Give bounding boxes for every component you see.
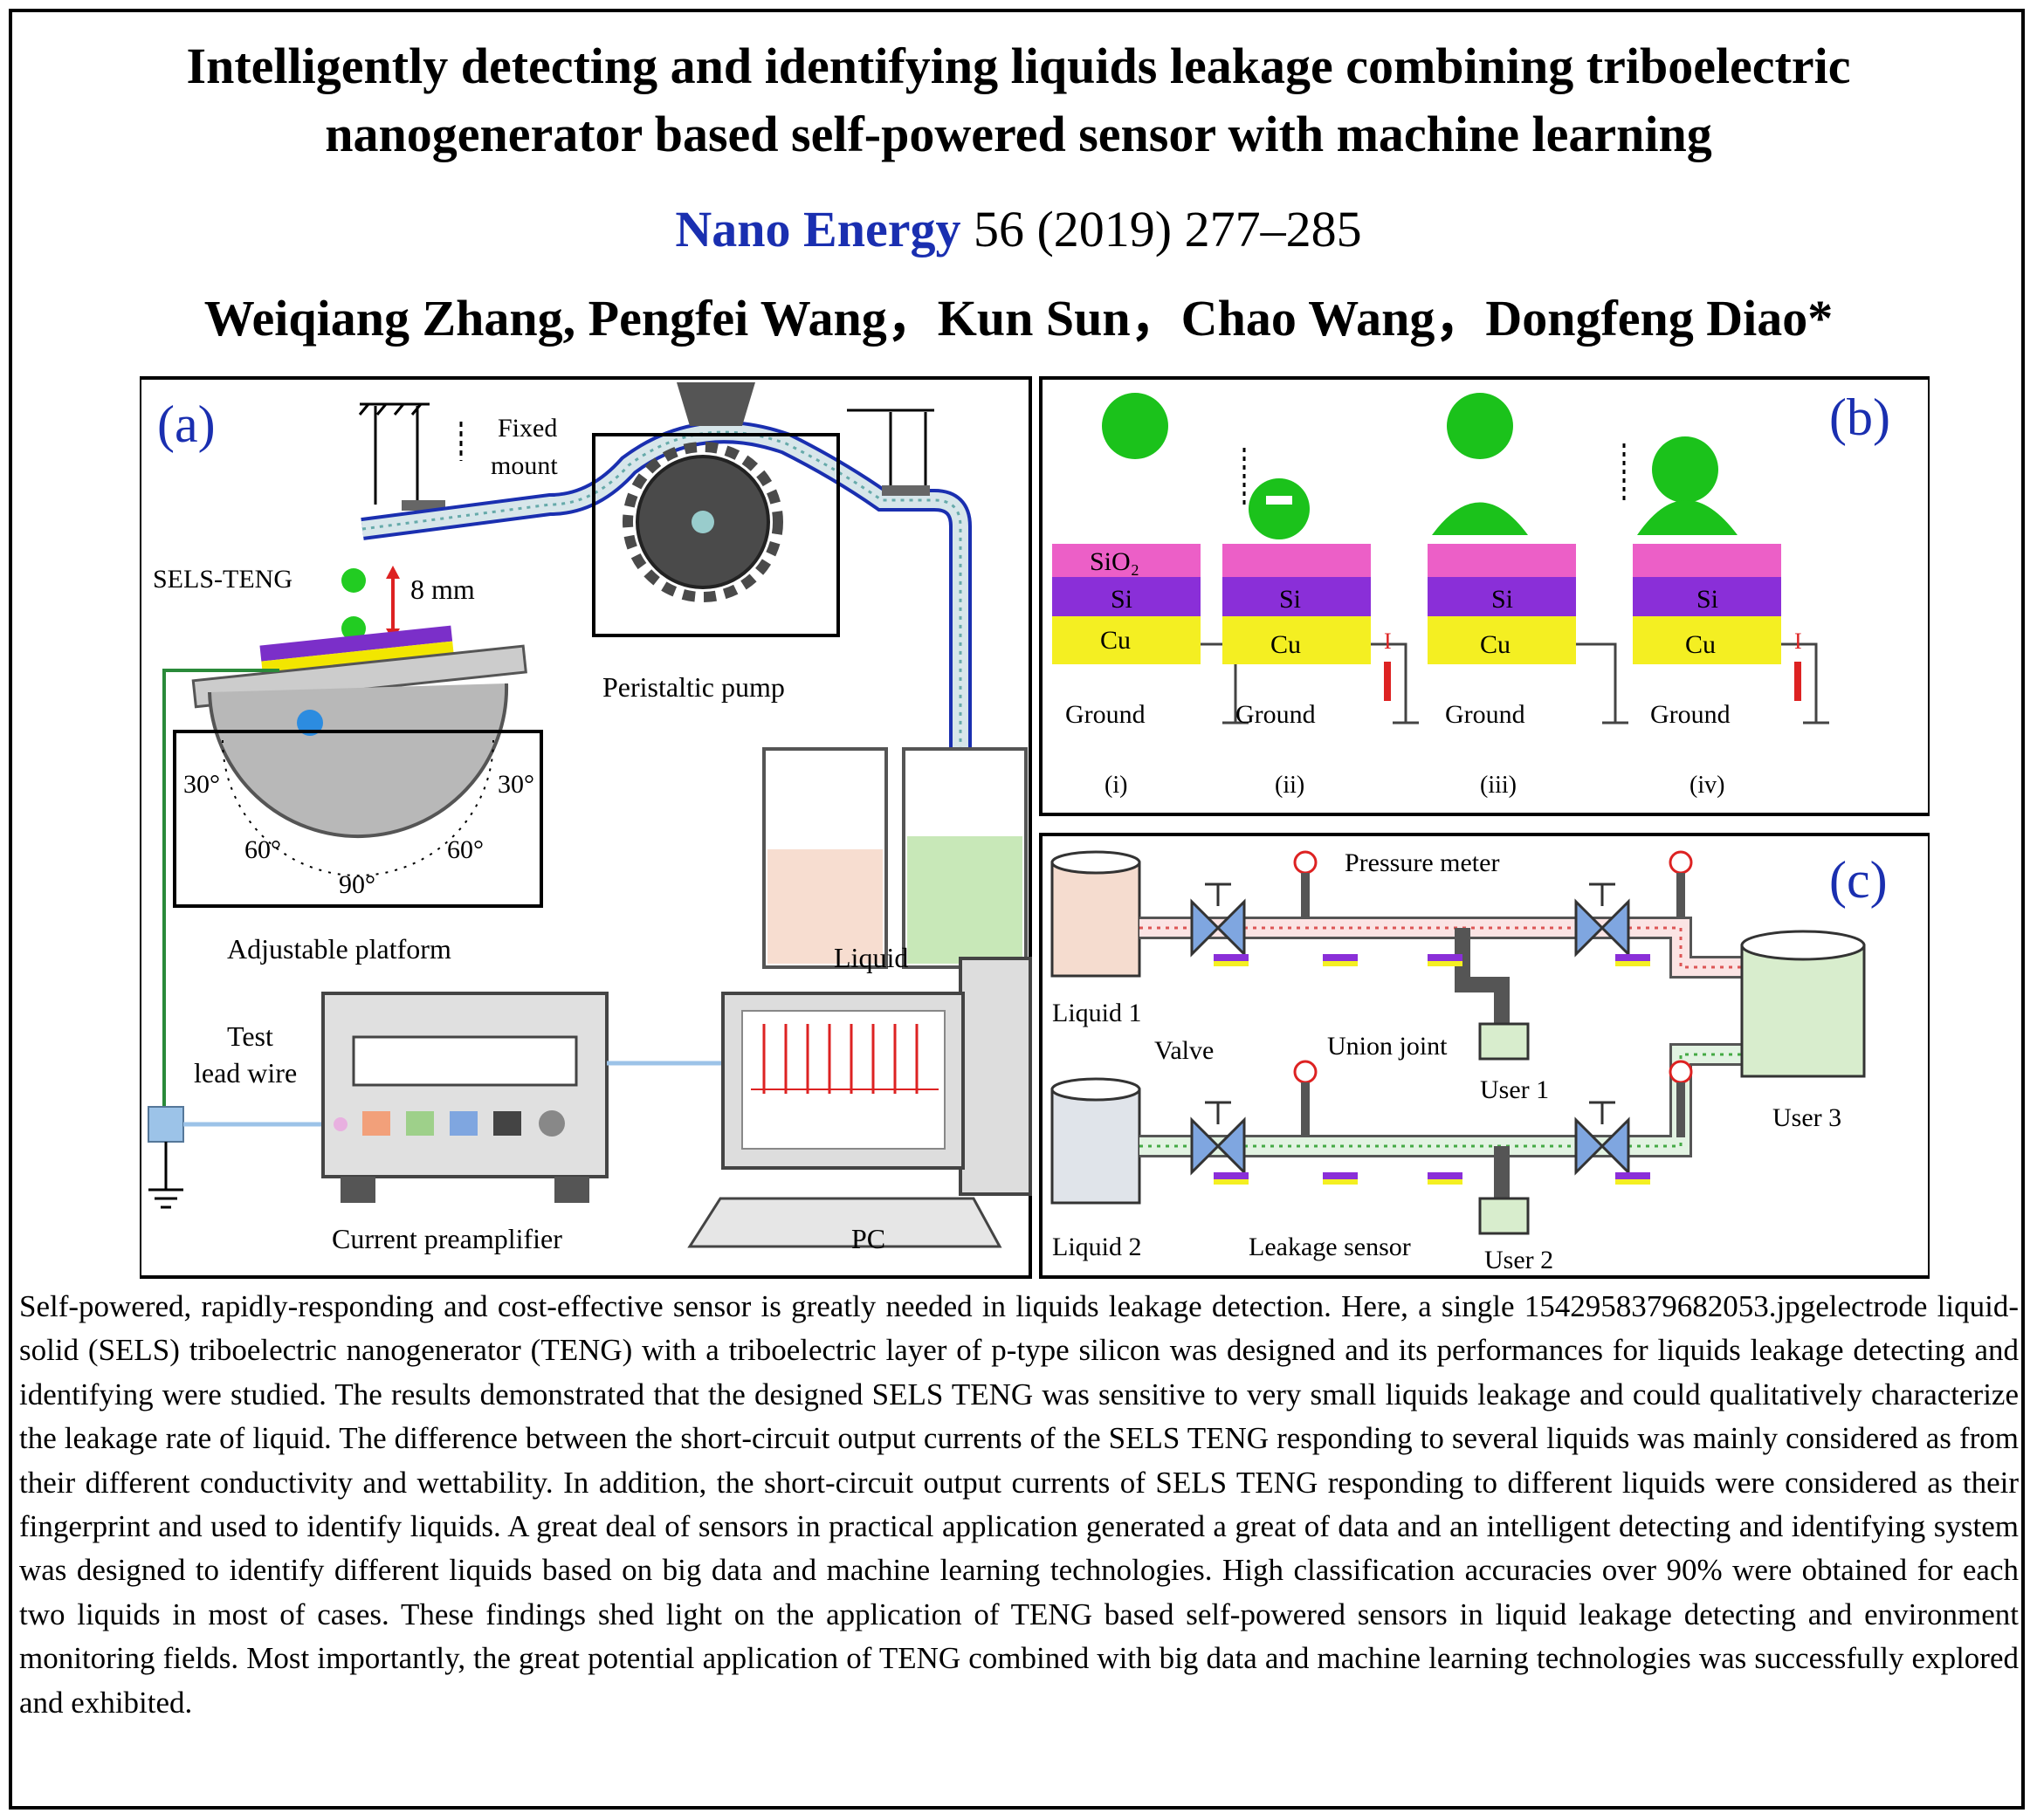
abstract-text: Self-powered, rapidly-responding and cos… <box>19 1289 2019 1720</box>
stage-iii: Si Cu Ground (iii) <box>1428 393 1628 799</box>
stage-label: (iv) <box>1689 772 1724 799</box>
pc <box>687 957 1032 1248</box>
cu-label: Cu <box>1480 630 1511 659</box>
pressure-meter <box>1293 850 1693 1084</box>
droplet <box>341 616 366 641</box>
platform-label: Adjustable platform <box>227 933 451 965</box>
fixed-mount <box>358 402 463 505</box>
pressure-meter-label: Pressure meter <box>1345 848 1499 877</box>
clamp <box>402 500 445 511</box>
journal-name: Nano Energy <box>675 201 961 258</box>
stage-label: (ii) <box>1275 772 1304 799</box>
test-label: Test <box>227 1020 273 1052</box>
user-2-tank <box>1478 1197 1530 1235</box>
si-label: Si <box>1279 585 1301 614</box>
stage-label: (i) <box>1105 772 1127 799</box>
ground-label: Ground <box>1445 700 1525 729</box>
sels-teng-label: SELS-TENG <box>153 565 292 594</box>
stage-iv: Si Cu Ground (iv) I <box>1622 436 1829 799</box>
angle-30-right: 30° <box>498 770 534 799</box>
leakage-sensor <box>1214 954 1650 1185</box>
user1-label: User 1 <box>1480 1075 1549 1104</box>
beaker-left <box>762 747 888 969</box>
test-lead-wire <box>162 669 279 1107</box>
journal-citation: Nano Energy 56 (2019) 277–285 <box>0 199 2037 260</box>
user2-label: User 2 <box>1484 1246 1553 1274</box>
stage-label: (iii) <box>1480 772 1517 799</box>
liquid2-label: Liquid 2 <box>1052 1233 1142 1261</box>
lead-wire-label: lead wire <box>194 1057 297 1089</box>
current-label: I <box>1384 628 1392 654</box>
preamp-label: Current preamplifier <box>332 1223 562 1254</box>
user3-label: User 3 <box>1772 1103 1841 1132</box>
cu-label: Cu <box>1270 630 1301 659</box>
mount-label: mount <box>491 451 558 480</box>
si-label: Si <box>1111 585 1132 614</box>
angle-30-left: 30° <box>183 770 220 799</box>
si-label: Si <box>1696 585 1718 614</box>
volume-year-pages: 56 (2019) 277–285 <box>960 201 1362 258</box>
current-label: I <box>1794 628 1802 654</box>
cu-label: Cu <box>1100 626 1131 655</box>
bubble-level <box>297 710 323 736</box>
cu-label: Cu <box>1685 630 1716 659</box>
platform-cradle <box>208 683 509 838</box>
angle-60-right: 60° <box>447 835 484 864</box>
user-3-tank <box>1740 930 1866 1078</box>
author-list: Weiqiang Zhang, Pengfei Wang，Kun Sun，Cha… <box>203 290 1834 347</box>
si-label: Si <box>1491 585 1513 614</box>
paper-title-line-2: nanogenerator based self-powered sensor … <box>325 106 1712 162</box>
valve <box>1190 883 1630 1176</box>
union-joint-label: Union joint <box>1327 1032 1448 1061</box>
ground-label: Ground <box>1235 700 1316 729</box>
panel-a-label: (a) <box>157 395 216 453</box>
pc-label: PC <box>851 1223 885 1254</box>
graphical-abstract-figure: (a) Fixed mount Peristaltic pump <box>140 376 1930 1279</box>
stage-ii: Si Cu Ground (ii) I <box>1222 448 1419 799</box>
tank-liquid-2 <box>1050 1077 1141 1205</box>
liquid-label: Liquid <box>834 942 908 973</box>
connector-box <box>148 1106 184 1143</box>
beaker-right <box>902 747 1028 969</box>
pump-label: Peristaltic pump <box>602 671 785 703</box>
panel-b-label: (b) <box>1829 388 1890 446</box>
paper-title-line-1: Intelligently detecting and identifying … <box>186 38 1851 94</box>
current-preamplifier <box>321 992 609 1203</box>
panel-a: (a) Fixed mount Peristaltic pump <box>140 376 1032 1279</box>
droplet <box>341 568 366 593</box>
leakage-sensor-label: Leakage sensor <box>1249 1233 1411 1261</box>
panel-b: (b) SiO₂ Si Cu Ground (i) Si Cu Ground <box>1039 376 1930 816</box>
angle-60-left: 60° <box>244 835 281 864</box>
tank-liquid-1 <box>1050 850 1141 978</box>
angle-scale <box>173 730 543 908</box>
clamp-right <box>882 485 930 496</box>
ground-label: Ground <box>1650 700 1731 729</box>
user-1-tank <box>1478 1022 1530 1061</box>
pipeline <box>1139 917 1742 1198</box>
page-border <box>9 9 2025 1810</box>
ground-label: Ground <box>1065 700 1146 729</box>
fixed-mount-right <box>847 409 934 487</box>
panel-c: (c) Liquid 1 Liquid 2 <box>1039 833 1930 1279</box>
valve-label: Valve <box>1154 1036 1214 1065</box>
liquid1-label: Liquid 1 <box>1052 999 1142 1027</box>
distance-label: 8 mm <box>410 573 475 605</box>
panel-c-label: (c) <box>1829 851 1888 909</box>
sio2-label: SiO₂ <box>1090 547 1139 576</box>
peristaltic-pump <box>592 382 840 637</box>
fixed-label: Fixed <box>498 414 557 443</box>
angle-90: 90° <box>339 870 375 899</box>
